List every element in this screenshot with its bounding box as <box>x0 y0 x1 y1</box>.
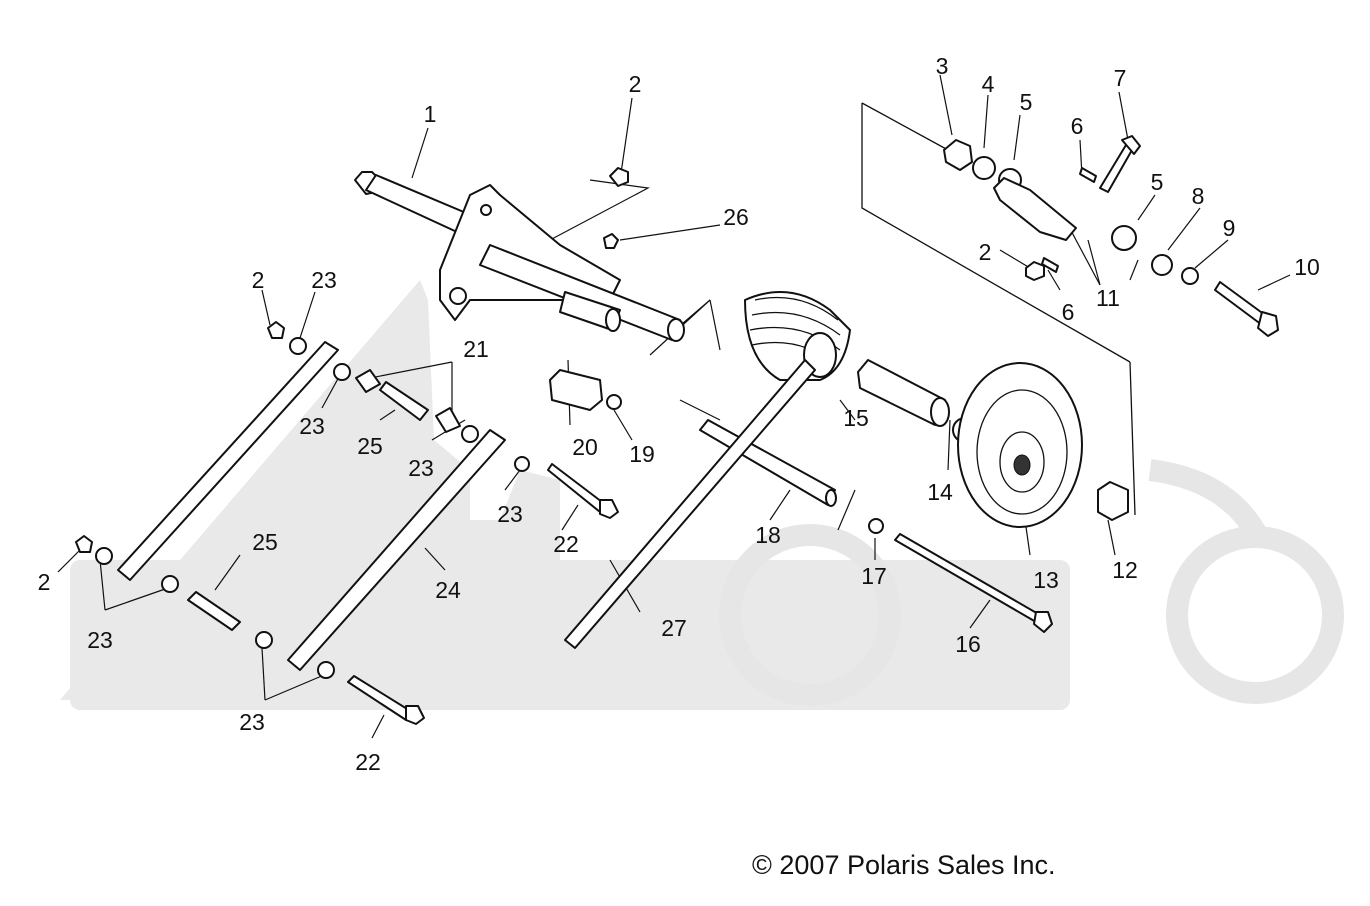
part-4-washer <box>972 156 996 180</box>
part-25-pin-a <box>379 381 429 421</box>
part-12-bushing <box>1097 481 1129 521</box>
callout-11: 11 <box>1096 285 1120 311</box>
part-24-bar-a <box>117 341 339 581</box>
callout-6-b: 6 <box>1062 299 1075 325</box>
callout-2-top: 2 <box>629 71 642 97</box>
part-23-washer-d <box>514 456 530 472</box>
part-17-washer <box>868 518 884 534</box>
callout-2-right: 2 <box>979 239 992 265</box>
callout-6-a: 6 <box>1071 113 1084 139</box>
callout-19: 19 <box>629 441 655 467</box>
callout-22-b: 22 <box>355 749 381 775</box>
part-23-washer-f <box>161 575 179 593</box>
part-23-washer-g <box>255 631 273 649</box>
part-7-bolt <box>1099 144 1133 193</box>
callout-23-e: 23 <box>87 627 113 653</box>
callout-2-left-bottom: 2 <box>38 569 51 595</box>
callout-21: 21 <box>463 336 489 362</box>
callout-24: 24 <box>435 577 461 603</box>
part-2-nut-left-top <box>267 321 285 339</box>
part-8-washer <box>1151 254 1173 276</box>
part-10-bolt <box>1214 281 1266 326</box>
callout-8: 8 <box>1192 183 1205 209</box>
part-26-nut <box>603 233 619 249</box>
callout-27: 27 <box>661 615 687 641</box>
part-21-bushing-a <box>355 369 381 393</box>
part-13-wheel <box>957 362 1083 528</box>
part-23-washer-h <box>317 661 335 679</box>
part-2-nut-left-bottom <box>75 535 93 553</box>
part-6-spring-a <box>1079 167 1097 183</box>
part-19-ring <box>606 394 622 410</box>
part-23-washer-c <box>461 425 479 443</box>
part-6-spring-b <box>1041 257 1059 273</box>
callout-5-b: 5 <box>1151 169 1164 195</box>
part-23-washer-e <box>95 547 113 565</box>
callout-23-c: 23 <box>408 455 434 481</box>
callout-22-a: 22 <box>553 531 579 557</box>
part-25-pin-b <box>187 591 241 631</box>
callouts: 1 2 2 2 2 3 4 5 5 6 6 7 8 9 10 11 12 13 … <box>38 53 1320 775</box>
callout-4: 4 <box>982 71 995 97</box>
callout-14: 14 <box>927 479 953 505</box>
callout-17: 17 <box>861 563 887 589</box>
callout-12: 12 <box>1112 557 1138 583</box>
part-2-nut-right <box>1025 261 1045 281</box>
callout-25-a: 25 <box>357 433 383 459</box>
callout-1: 1 <box>424 101 437 127</box>
callout-18: 18 <box>755 522 781 548</box>
callout-23-d: 23 <box>497 501 523 527</box>
part-3-nut <box>943 139 973 171</box>
callout-9: 9 <box>1223 215 1236 241</box>
part-1-arm <box>354 171 685 342</box>
part-2-nut-top <box>609 167 629 187</box>
callout-2-left-top: 2 <box>252 267 265 293</box>
part-23-washer-b <box>333 363 351 381</box>
callout-23-b: 23 <box>299 413 325 439</box>
part-21-bushing-b <box>435 407 461 433</box>
part-27-spring <box>564 291 851 649</box>
callout-26: 26 <box>723 204 749 230</box>
callout-7: 7 <box>1114 65 1127 91</box>
callout-25-b: 25 <box>252 529 278 555</box>
copyright-text: © 2007 Polaris Sales Inc. <box>752 850 1056 880</box>
part-5-bearing-b <box>1111 225 1137 251</box>
callout-20: 20 <box>572 434 598 460</box>
part-9-washer <box>1181 267 1199 285</box>
part-11-link <box>993 177 1077 241</box>
callout-10: 10 <box>1294 254 1320 280</box>
callout-15: 15 <box>843 405 869 431</box>
callout-23-a: 23 <box>311 267 337 293</box>
part-18-rod <box>699 419 836 506</box>
part-24-bar-b <box>287 429 506 671</box>
callout-13: 13 <box>1033 567 1059 593</box>
callout-3: 3 <box>936 53 949 79</box>
callout-5-a: 5 <box>1020 89 1033 115</box>
callout-16: 16 <box>955 631 981 657</box>
part-20-block <box>549 369 603 411</box>
part-23-washer-a <box>289 337 307 355</box>
callout-23-f: 23 <box>239 709 265 735</box>
